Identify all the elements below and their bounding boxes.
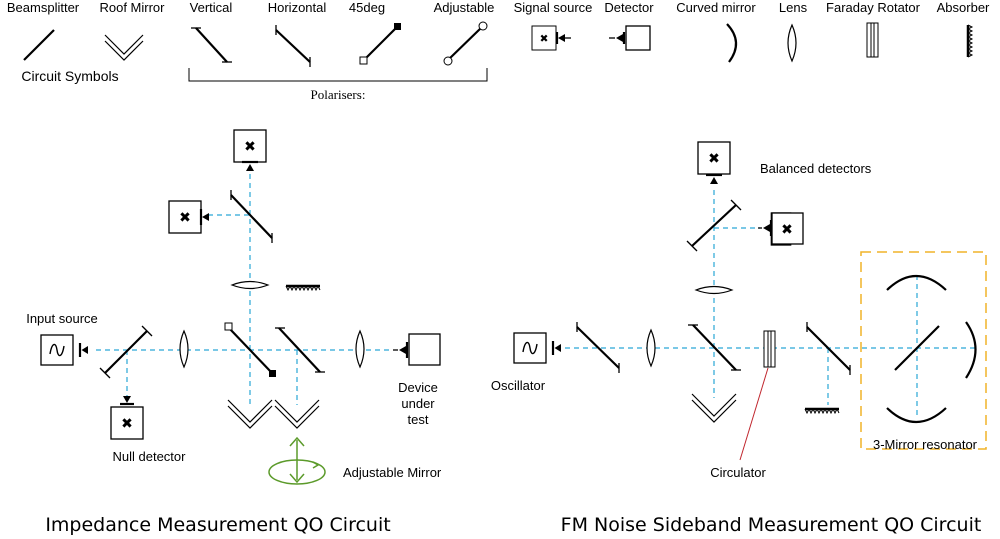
legend-polariser-45deg: 45deg (349, 0, 401, 65)
svg-text:✖: ✖ (781, 222, 793, 238)
resonator-mirror-bottom (886, 407, 947, 423)
legend-vertical-label: Vertical (190, 0, 233, 15)
polariser-resonator (806, 322, 851, 375)
device-label-line2: under (401, 396, 435, 411)
adjustable-mirror-indicator (268, 436, 326, 485)
lens-oscillator (646, 329, 656, 367)
absorber-left (284, 284, 322, 292)
oscillator-label: Oscillator (491, 378, 546, 393)
null-detector-label: Null detector (113, 449, 187, 464)
balanced-detector-right: ✖ (758, 212, 804, 246)
polariser-horizontal (230, 190, 273, 243)
null-detector (110, 396, 144, 440)
polariser-center (688, 324, 741, 371)
resonator-mirror-top (886, 275, 947, 291)
lens-dut (355, 330, 365, 368)
polariser-45deg (224, 322, 276, 377)
adjustable-mirror-label: Adjustable Mirror (343, 465, 442, 480)
legend-45deg-label: 45deg (349, 0, 385, 15)
faraday-circulator (739, 330, 776, 461)
device-label-line1: Device (398, 380, 438, 395)
resonator-label: 3-Mirror resonator (873, 437, 978, 452)
absorber-right (803, 407, 841, 415)
lens-right-vertical (695, 285, 733, 295)
legend-detector: Detector (604, 0, 654, 51)
input-source-box (40, 334, 74, 366)
lens-input (179, 330, 189, 368)
device-label-line3: test (408, 412, 429, 427)
roof-mirror-right (691, 393, 737, 423)
legend-beamsplitter-label: Beamsplitter (7, 0, 80, 15)
input-beamsplitter (104, 330, 148, 374)
resonator-beamsplitter (894, 325, 940, 371)
legend-curved-mirror: Curved mirror (676, 0, 756, 63)
legend-roof-mirror-label: Roof Mirror (99, 0, 165, 15)
legend-polariser-adjustable: Adjustable (434, 0, 495, 66)
balanced-detectors-label: Balanced detectors (760, 161, 872, 176)
legend-polariser-vertical: Vertical (190, 0, 233, 63)
legend-adjustable-label: Adjustable (434, 0, 495, 15)
legend-absorber-label: Absorber (937, 0, 990, 15)
legend-faraday-label: Faraday Rotator (826, 0, 921, 15)
legend-horizontal-label: Horizontal (268, 0, 327, 15)
polarisers-bracket: Polarisers: (188, 68, 488, 102)
polariser-oscillator (576, 322, 620, 373)
oscillator-box (513, 332, 547, 364)
legend-detector-label: Detector (604, 0, 654, 15)
legend-lens-label: Lens (779, 0, 808, 15)
device-under-test (393, 333, 441, 366)
roof-mirror-fixed (227, 399, 273, 429)
legend-signal-source-label: Signal source (514, 0, 593, 15)
polarisers-caption: Polarisers: (311, 87, 366, 102)
top-detector (233, 129, 267, 171)
fm-noise-circuit: ✖ Balanced detectors Oscillator Circulat… (491, 141, 987, 536)
legend-signal-source: Signal source (514, 0, 593, 51)
legend-lens: Lens (779, 0, 808, 62)
resonator-mirror-right (965, 321, 977, 379)
circuit-symbols-caption: Circuit Symbols (21, 68, 118, 84)
fm-noise-circuit-title: FM Noise Sideband Measurement QO Circuit (561, 514, 982, 536)
resonator-box (860, 251, 987, 450)
impedance-circuit: Input source Null detector Device under … (26, 129, 442, 536)
input-source-label: Input source (26, 311, 98, 326)
polariser-vertical (275, 327, 325, 373)
lens-vertical-beam (231, 280, 269, 290)
balanced-detector-top (697, 141, 731, 184)
legend-roof-mirror: Roof Mirror (99, 0, 165, 61)
legend-absorber: Absorber (937, 0, 990, 58)
legend-curved-mirror-label: Curved mirror (676, 0, 756, 15)
legend-beamsplitter: Beamsplitter (7, 0, 80, 61)
impedance-circuit-title: Impedance Measurement QO Circuit (45, 514, 390, 536)
left-detector (168, 200, 209, 234)
circulator-label: Circulator (710, 465, 766, 480)
legend-faraday-rotator: Faraday Rotator (826, 0, 921, 58)
balanced-polariser (686, 199, 742, 252)
legend-polariser-horizontal: Horizontal (268, 0, 327, 67)
